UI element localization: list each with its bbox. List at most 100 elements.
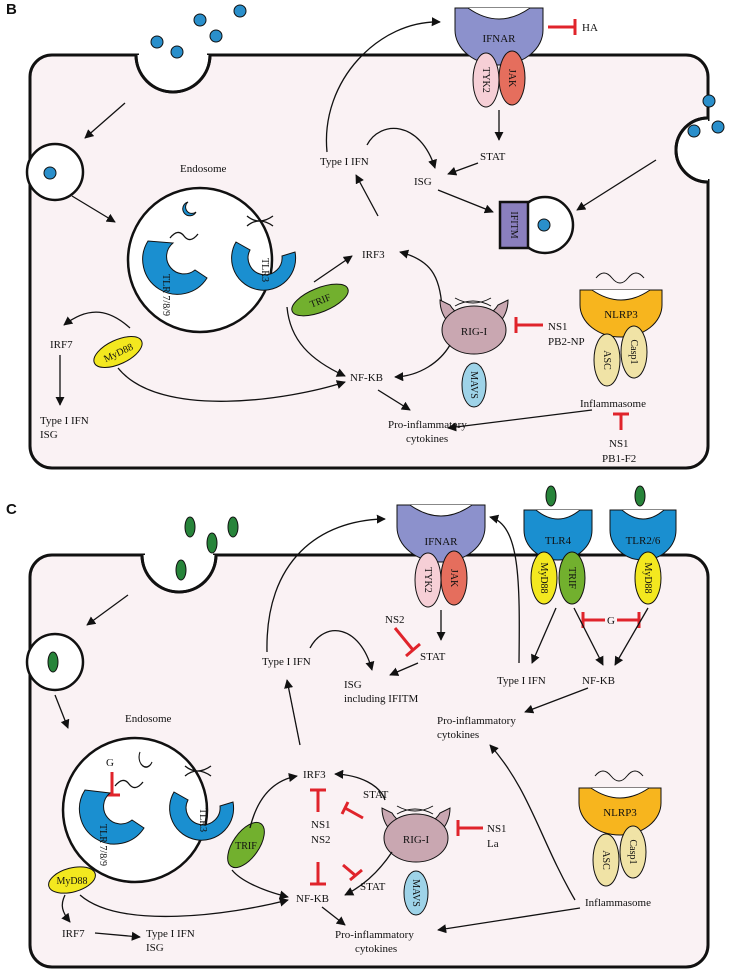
tyk2-label-c: TYK2	[422, 567, 433, 593]
inflammasome-label: Inflammasome	[580, 398, 646, 410]
virion-c	[47, 651, 59, 673]
myd88-a-label: MyD88	[538, 562, 549, 593]
nlrp3-sensor: NLRP3	[579, 272, 663, 338]
ns1-r-label: NS1	[487, 823, 507, 835]
virion-group	[150, 4, 725, 138]
tlr789-receptor-c: TLR 7/8/9	[78, 779, 145, 866]
myd88-b-adaptor: MyD88	[634, 551, 662, 605]
rigi-receptor-c: RIG-I	[381, 805, 451, 863]
type-i-ifn-top-label-c: Type I IFN	[262, 656, 311, 668]
myd88-adaptor: MyD88	[93, 336, 143, 368]
tlr789-label-c: TLR 7/8/9	[97, 824, 108, 866]
asc-label: ASC	[601, 350, 612, 370]
jak-subunit-c: JAK	[440, 550, 468, 606]
rigi-receptor: RIG-I	[439, 297, 509, 355]
tlr4-receptor: TLR4	[523, 509, 593, 561]
stat-label-c: STAT	[420, 651, 446, 663]
ifitm-label: IFITM	[508, 211, 519, 238]
g-top-label: G	[607, 615, 615, 627]
mavs-adaptor: MAVS	[461, 362, 487, 408]
ns1-label-c: NS1	[311, 819, 331, 831]
proinf-r2-label: cytokines	[437, 729, 479, 741]
trif-adaptor: TRIF	[291, 283, 349, 317]
stat-b-inhibition	[342, 863, 363, 882]
trif-label-c: TRIF	[235, 841, 257, 852]
panel-b-label: B	[6, 1, 17, 18]
irf3-inhibition	[310, 788, 326, 812]
endosome	[126, 186, 274, 334]
ns1-la-inhibition	[456, 820, 483, 836]
irf3-label-c: IRF3	[303, 769, 326, 781]
casp1-label-c: Casp1	[627, 840, 638, 865]
nlrp3-label: NLRP3	[604, 309, 638, 321]
nlrp3-label-c: NLRP3	[603, 807, 637, 819]
mavs-adaptor-c: MAVS	[403, 870, 429, 916]
la-label: La	[487, 838, 499, 850]
myd88-adaptor-c: MyD88	[48, 866, 96, 894]
proinf-label-1-c: Pro-inflammatory	[335, 929, 414, 941]
type-i-ifn-mid-label: Type I IFN	[497, 675, 546, 687]
tlr3-receptor: TLR3	[231, 215, 297, 291]
rigi-label: RIG-I	[461, 326, 488, 338]
proinf-label-1: Pro-inflammatory	[388, 419, 467, 431]
tlr789-label: TLR 7/8/9	[160, 274, 171, 316]
nfkb-label-c: NF-KB	[296, 893, 329, 905]
asc-label-c: ASC	[600, 850, 611, 870]
nfkb-right-label: NF-KB	[582, 675, 615, 687]
stat-a-inhibition	[340, 801, 364, 820]
tlr789-receptor: TLR 7/8/9	[142, 231, 208, 316]
rigi-label-c: RIG-I	[403, 834, 430, 846]
asc-protein-c: ASC	[592, 833, 620, 887]
tlr26-receptor: TLR2/6	[609, 509, 677, 561]
nfkb-inhibition	[310, 862, 326, 886]
type-i-ifn-top-label: Type I IFN	[320, 156, 369, 168]
tlr3-receptor-c: TLR3	[169, 765, 235, 841]
proinf-label-2: cytokines	[406, 433, 448, 445]
endosome-label: Endosome	[180, 163, 227, 175]
asc-protein: ASC	[593, 333, 621, 387]
ns2-mid-label: NS2	[311, 834, 331, 846]
irf7-label: IRF7	[50, 339, 73, 351]
virion-fragment-c	[138, 751, 153, 768]
ns1-label: NS1	[548, 321, 568, 333]
casp1-protein-c: Casp1	[619, 825, 647, 879]
jak-label: JAK	[506, 69, 517, 88]
panel-b: B Endosome TLR 7/8/9	[6, 1, 725, 470]
trif-a-label: TRIF	[566, 567, 577, 589]
g-inhibition-right	[617, 612, 641, 628]
isg-label: ISG	[414, 176, 432, 188]
jak-subunit: JAK	[498, 50, 526, 106]
ns2-label: NS2	[385, 614, 405, 626]
stat-b-label: STAT	[360, 881, 386, 893]
irf7-label-c: IRF7	[62, 928, 85, 940]
stat-a-label: STAT	[363, 789, 389, 801]
ifnar-label-c: IFNAR	[424, 536, 458, 548]
tyk2-label: TYK2	[480, 67, 491, 93]
endosome-label-c: Endosome	[125, 713, 172, 725]
casp1-protein: Casp1	[620, 325, 648, 379]
panel-c-label: C	[6, 501, 17, 518]
proinf-label-2-c: cytokines	[355, 943, 397, 955]
isg-low-label: ISG	[40, 429, 58, 441]
ns2-inhibition	[393, 627, 421, 658]
proinf-r1-label: Pro-inflammatory	[437, 715, 516, 727]
virion-group-c	[175, 485, 646, 581]
g-endo-label: G	[106, 757, 114, 769]
cell-membrane	[28, 53, 710, 470]
ns1-pb1f2-inhibition	[613, 412, 629, 430]
pb1f2-label: PB1-F2	[602, 453, 636, 465]
isg-1-label: ISG	[344, 679, 362, 691]
myd88-label-c: MyD88	[56, 876, 87, 887]
nfkb-label: NF-KB	[350, 372, 383, 384]
tlr4-label: TLR4	[545, 535, 572, 547]
virion-fragment	[182, 201, 197, 217]
mavs-label-c: MAVS	[410, 879, 421, 907]
tyk2-subunit-c: TYK2	[414, 552, 442, 608]
irf3-label: IRF3	[362, 249, 385, 261]
type-i-ifn-low-label: Type I IFN	[40, 415, 89, 427]
isg-low-label-c: ISG	[146, 942, 164, 954]
virion	[43, 166, 57, 180]
trif-a-adaptor: TRIF	[558, 551, 586, 605]
ns1-pb2np-inhibition	[514, 317, 543, 333]
